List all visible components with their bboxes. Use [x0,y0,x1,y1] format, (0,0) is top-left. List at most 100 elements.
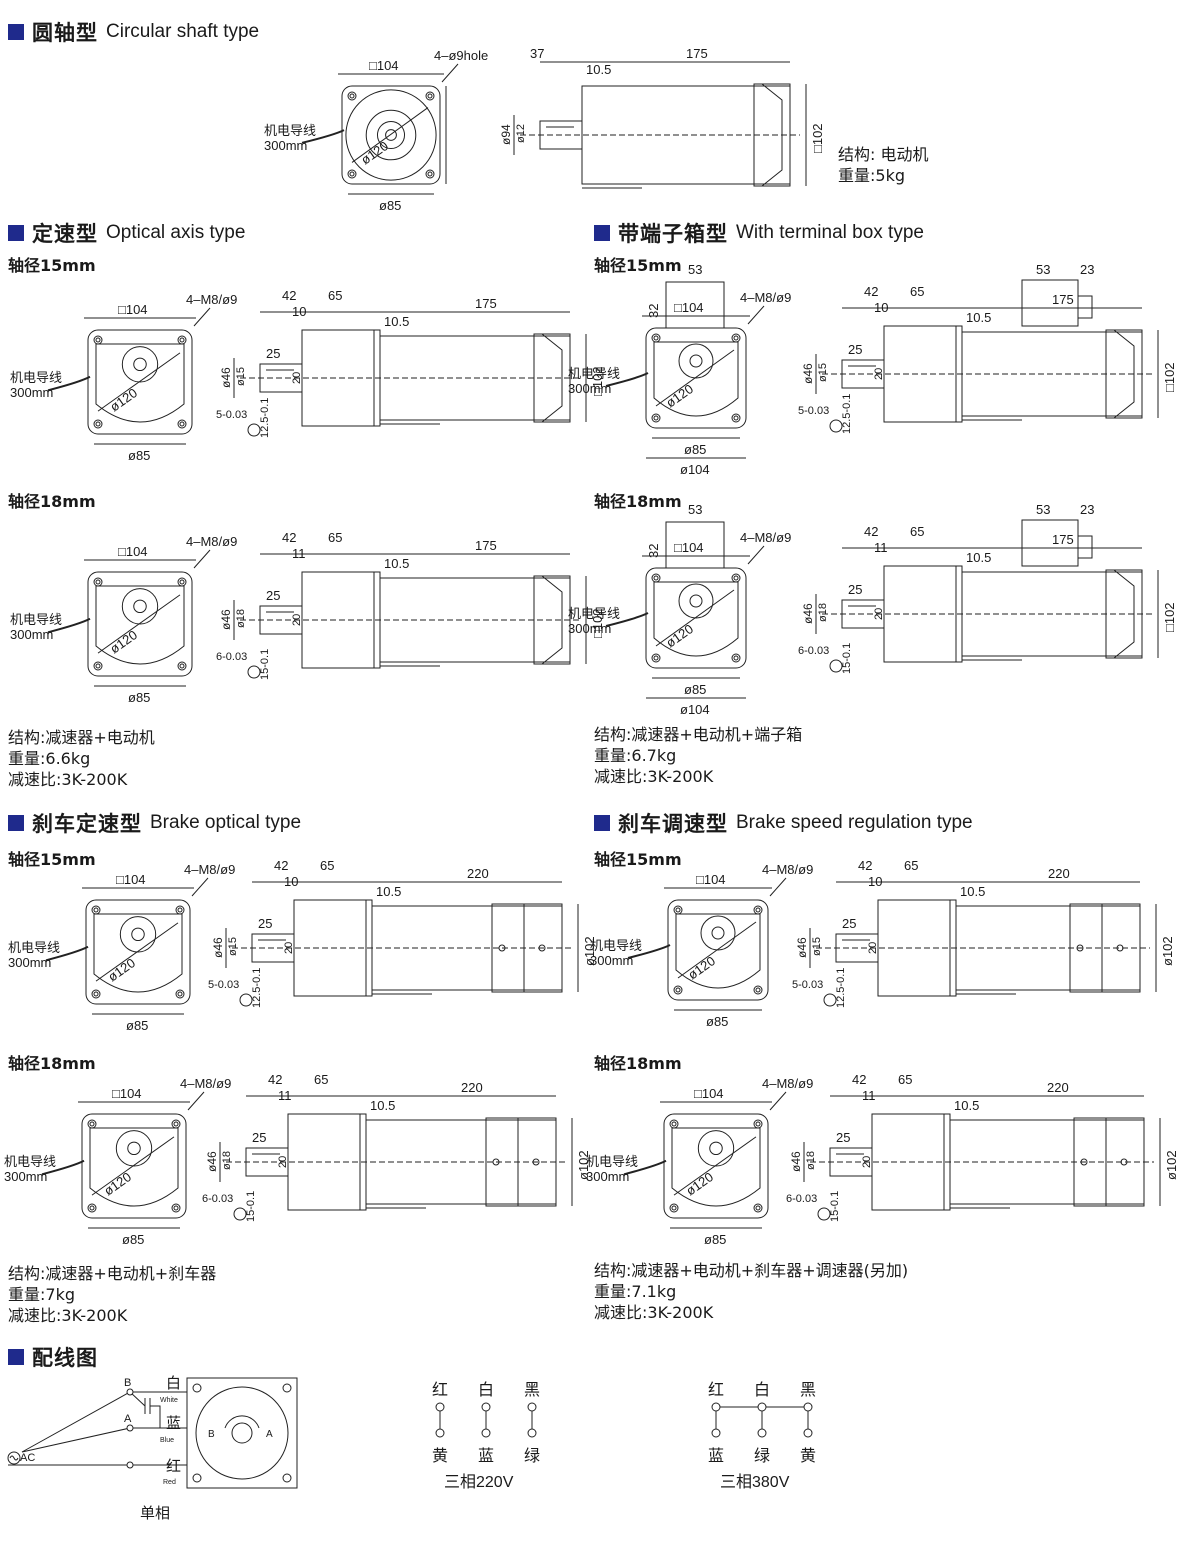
wiring-three-phase-220v: 红 白 黑 黄 蓝 绿 三相220V [432,1381,540,1491]
dim-motor-length: 220 [1047,1080,1069,1095]
dim-key-height: 12.5-0.1 [251,968,263,1008]
dim-n42: 42 [268,1072,282,1087]
dim-key-height: 15-0.1 [259,649,271,680]
dim-n65: 65 [910,524,924,539]
dim-n25: 25 [836,1130,850,1145]
dim-sq104: □104 [674,540,704,555]
dim-body-102: ø102 [1164,1150,1178,1180]
dim-n10: 10 [874,300,888,315]
dim-pilot: ø46 [801,603,815,624]
shaft-label: 轴径15mm [594,850,682,869]
t220-caption: 三相220V [444,1473,514,1491]
motor-side-view [815,519,1159,673]
heading-brake-speed: 刹车调速型 Brake speed regulation type [594,808,973,838]
dim-shaft-dia: ø18 [221,1151,233,1170]
dim-n65: 65 [328,530,342,545]
flange-front-view [301,63,459,195]
dim-key: 6-0.03 [786,1193,817,1205]
dim-holes: 4–M8/ø9 [186,534,237,549]
flange-front-view [605,521,765,699]
single-phase-caption: 单相 [140,1505,170,1522]
lead-wire-label: 机电导线 [4,1154,56,1169]
dim-holes: 4–M8/ø9 [186,292,237,307]
dim-d85: ø85 [684,442,706,457]
shaft-label: 轴径18mm [8,1054,96,1073]
dim-n37: 37 [530,46,544,61]
dim-n65: 65 [904,858,918,873]
dim-d85: ø85 [122,1232,144,1247]
dim-d120: ø120 [107,627,140,656]
dim-n42: 42 [852,1072,866,1087]
dim-n65: 65 [314,1072,328,1087]
lead-wire-length: 300mm [4,1169,47,1184]
shaft-label: 轴径15mm [8,256,96,275]
dim-d85: ø85 [379,198,401,213]
flange-front-view [45,877,209,1015]
dim-key-height: 15-0.1 [841,643,853,674]
wire-blue-zh: 蓝 [166,1415,181,1432]
dim-n25: 25 [252,1130,266,1145]
dim-d120: ø120 [358,138,391,167]
heading-bullet-icon [8,24,24,40]
dim-n10-5: 10.5 [384,314,409,329]
spec-terminal: 结构:减速器+电动机+端子箱 重量:6.7kg 减速比:3K-200K [594,725,803,786]
dim-holes: 4–M8/ø9 [762,862,813,877]
heading-bullet-icon [8,1349,24,1365]
lead-wire-length: 300mm [264,138,307,153]
dim-sq104: □104 [369,58,399,73]
flange-front-view [605,281,765,459]
dim-shaft-dia: ø12 [515,124,527,143]
dim-key-height: 12.5-0.1 [841,394,853,434]
flange-front-view [47,307,211,445]
dim-n32: 32 [646,544,661,558]
dim-n25: 25 [848,342,862,357]
dim-n20: 20 [291,372,303,384]
dim-n20: 20 [861,1156,873,1168]
dim-shaft-dia: ø15 [817,363,829,382]
dim-sq104: □104 [112,1086,142,1101]
shaft-label: 轴径15mm [8,850,96,869]
dim-motor-length: 220 [461,1080,483,1095]
flange-front-view [627,877,787,1011]
dim-body-102: □102 [590,366,605,396]
dim-motor-length: 175 [1052,532,1074,547]
dim-n25: 25 [258,916,272,931]
dim-key: 5-0.03 [798,405,829,417]
shaft-label: 轴径18mm [8,492,96,511]
dim-sq104: □104 [674,300,704,315]
dim-key: 5-0.03 [208,979,239,991]
heading-bullet-icon [594,815,610,831]
motor-side-view [233,311,587,437]
t380-bottom-2: 绿 [754,1447,770,1465]
wire-blue-en: Blue [160,1437,174,1444]
dim-n20: 20 [873,368,885,380]
heading-wiring: 配线图 [8,1342,98,1372]
motor-side-view [225,881,579,1007]
heading-bullet-icon [8,815,24,831]
dim-motor-length: 175 [1052,292,1074,307]
dim-pilot: ø46 [789,1151,803,1172]
dim-n42: 42 [282,530,296,545]
dim-n10: 10 [868,874,882,889]
dim-d85: ø85 [128,690,150,705]
dim-n10: 11 [292,546,306,561]
dim-pilot: ø46 [211,937,225,958]
dim-shaft-dia: ø15 [235,367,247,386]
dim-pilot: ø94 [499,124,513,145]
dim-n10: 10 [292,304,306,319]
shaft-label: 轴径18mm [594,492,682,511]
dim-body-102: ø102 [576,1150,591,1180]
dim-key-height: 12.5-0.1 [259,398,271,438]
dim-holes: 4–M8/ø9 [740,290,791,305]
t220-top-3: 黑 [524,1382,540,1399]
